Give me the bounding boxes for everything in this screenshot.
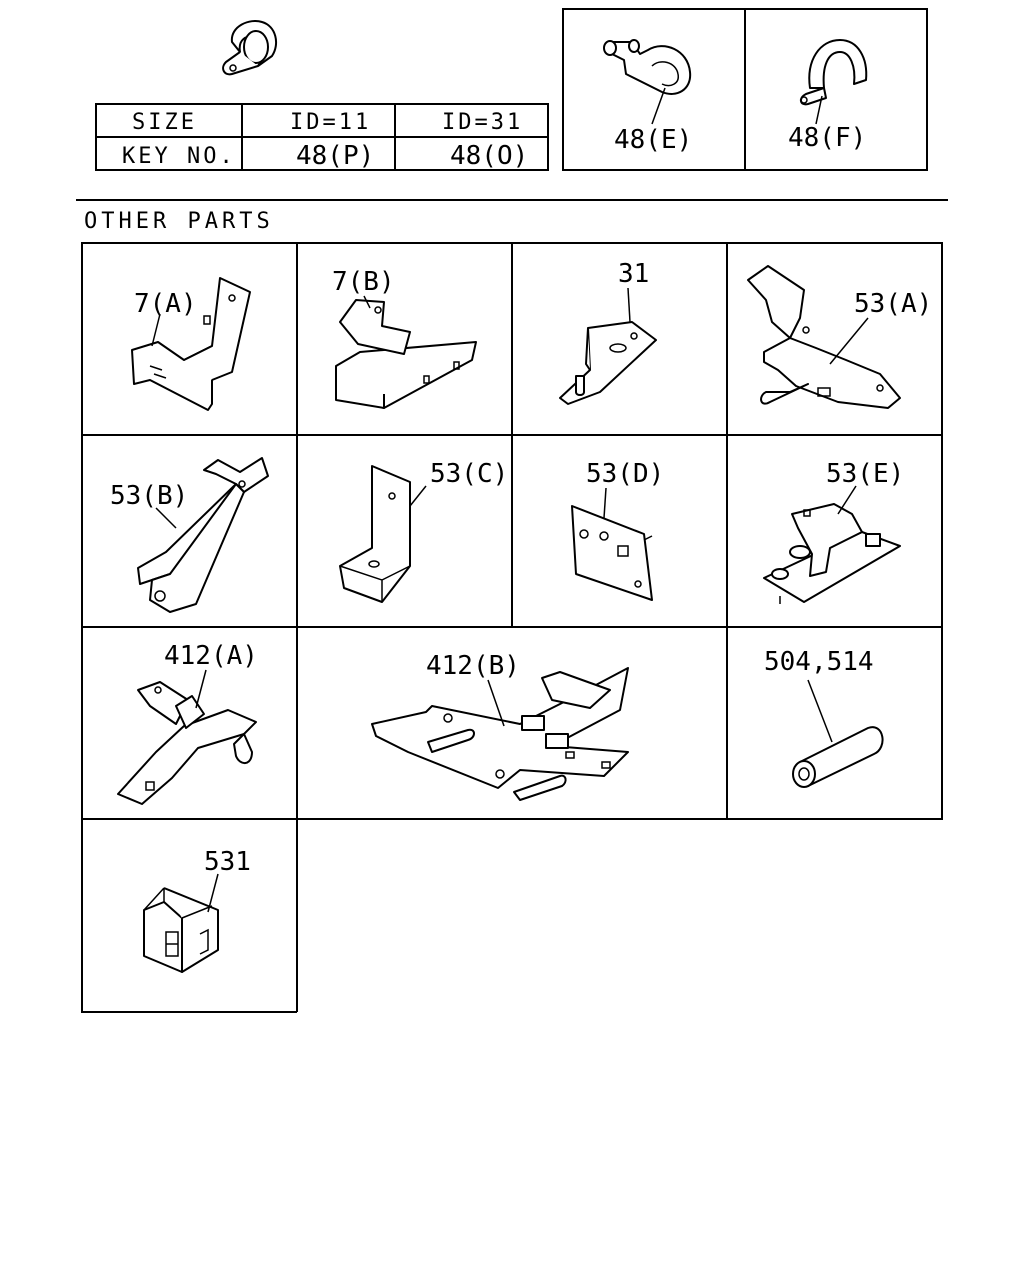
clamp-icon <box>222 20 278 76</box>
label-31: 31 <box>618 259 649 289</box>
label-53b: 53(B) <box>110 481 188 511</box>
clamp-variant-box <box>562 8 928 171</box>
size-header: SIZE <box>132 110 197 135</box>
label-53a: 53(A) <box>854 289 932 319</box>
key-48o: 48(O) <box>450 141 528 171</box>
part-412a-icon <box>117 669 257 805</box>
key-no-header: KEY NO. <box>122 144 236 169</box>
part-53a-icon <box>747 265 901 409</box>
part-53e-icon <box>763 485 901 604</box>
label-53e: 53(E) <box>826 459 904 489</box>
clamp-48e-icon <box>603 39 692 125</box>
size-id-31: ID=31 <box>442 110 523 135</box>
parts-grid <box>81 242 943 1013</box>
part-531-icon <box>143 873 219 973</box>
label-504-514: 504,514 <box>764 647 874 677</box>
part-7a-icon <box>131 277 251 411</box>
part-7b-icon <box>335 295 477 409</box>
part-412b-icon <box>371 667 629 801</box>
label-48e: 48(E) <box>614 125 692 155</box>
part-53d-icon <box>571 487 653 601</box>
part-504-514-icon <box>792 679 884 788</box>
label-412b: 412(B) <box>426 651 520 681</box>
clamp-48f-icon <box>800 39 868 125</box>
key-48p: 48(P) <box>296 141 374 171</box>
label-48f: 48(F) <box>788 123 866 153</box>
size-table: SIZE KEY NO. ID=11 ID=31 48(P) 48(O) <box>95 103 549 171</box>
part-53c-icon <box>339 465 427 603</box>
label-53d: 53(D) <box>586 459 664 489</box>
section-title: OTHER PARTS <box>84 209 274 234</box>
part-53b-icon <box>137 457 269 613</box>
size-id-11: ID=11 <box>290 110 371 135</box>
label-7b: 7(B) <box>332 267 395 297</box>
label-412a: 412(A) <box>164 641 258 671</box>
label-531: 531 <box>204 847 251 877</box>
part-31-icon <box>559 287 657 405</box>
label-7a: 7(A) <box>134 289 197 319</box>
label-53c: 53(C) <box>430 459 508 489</box>
